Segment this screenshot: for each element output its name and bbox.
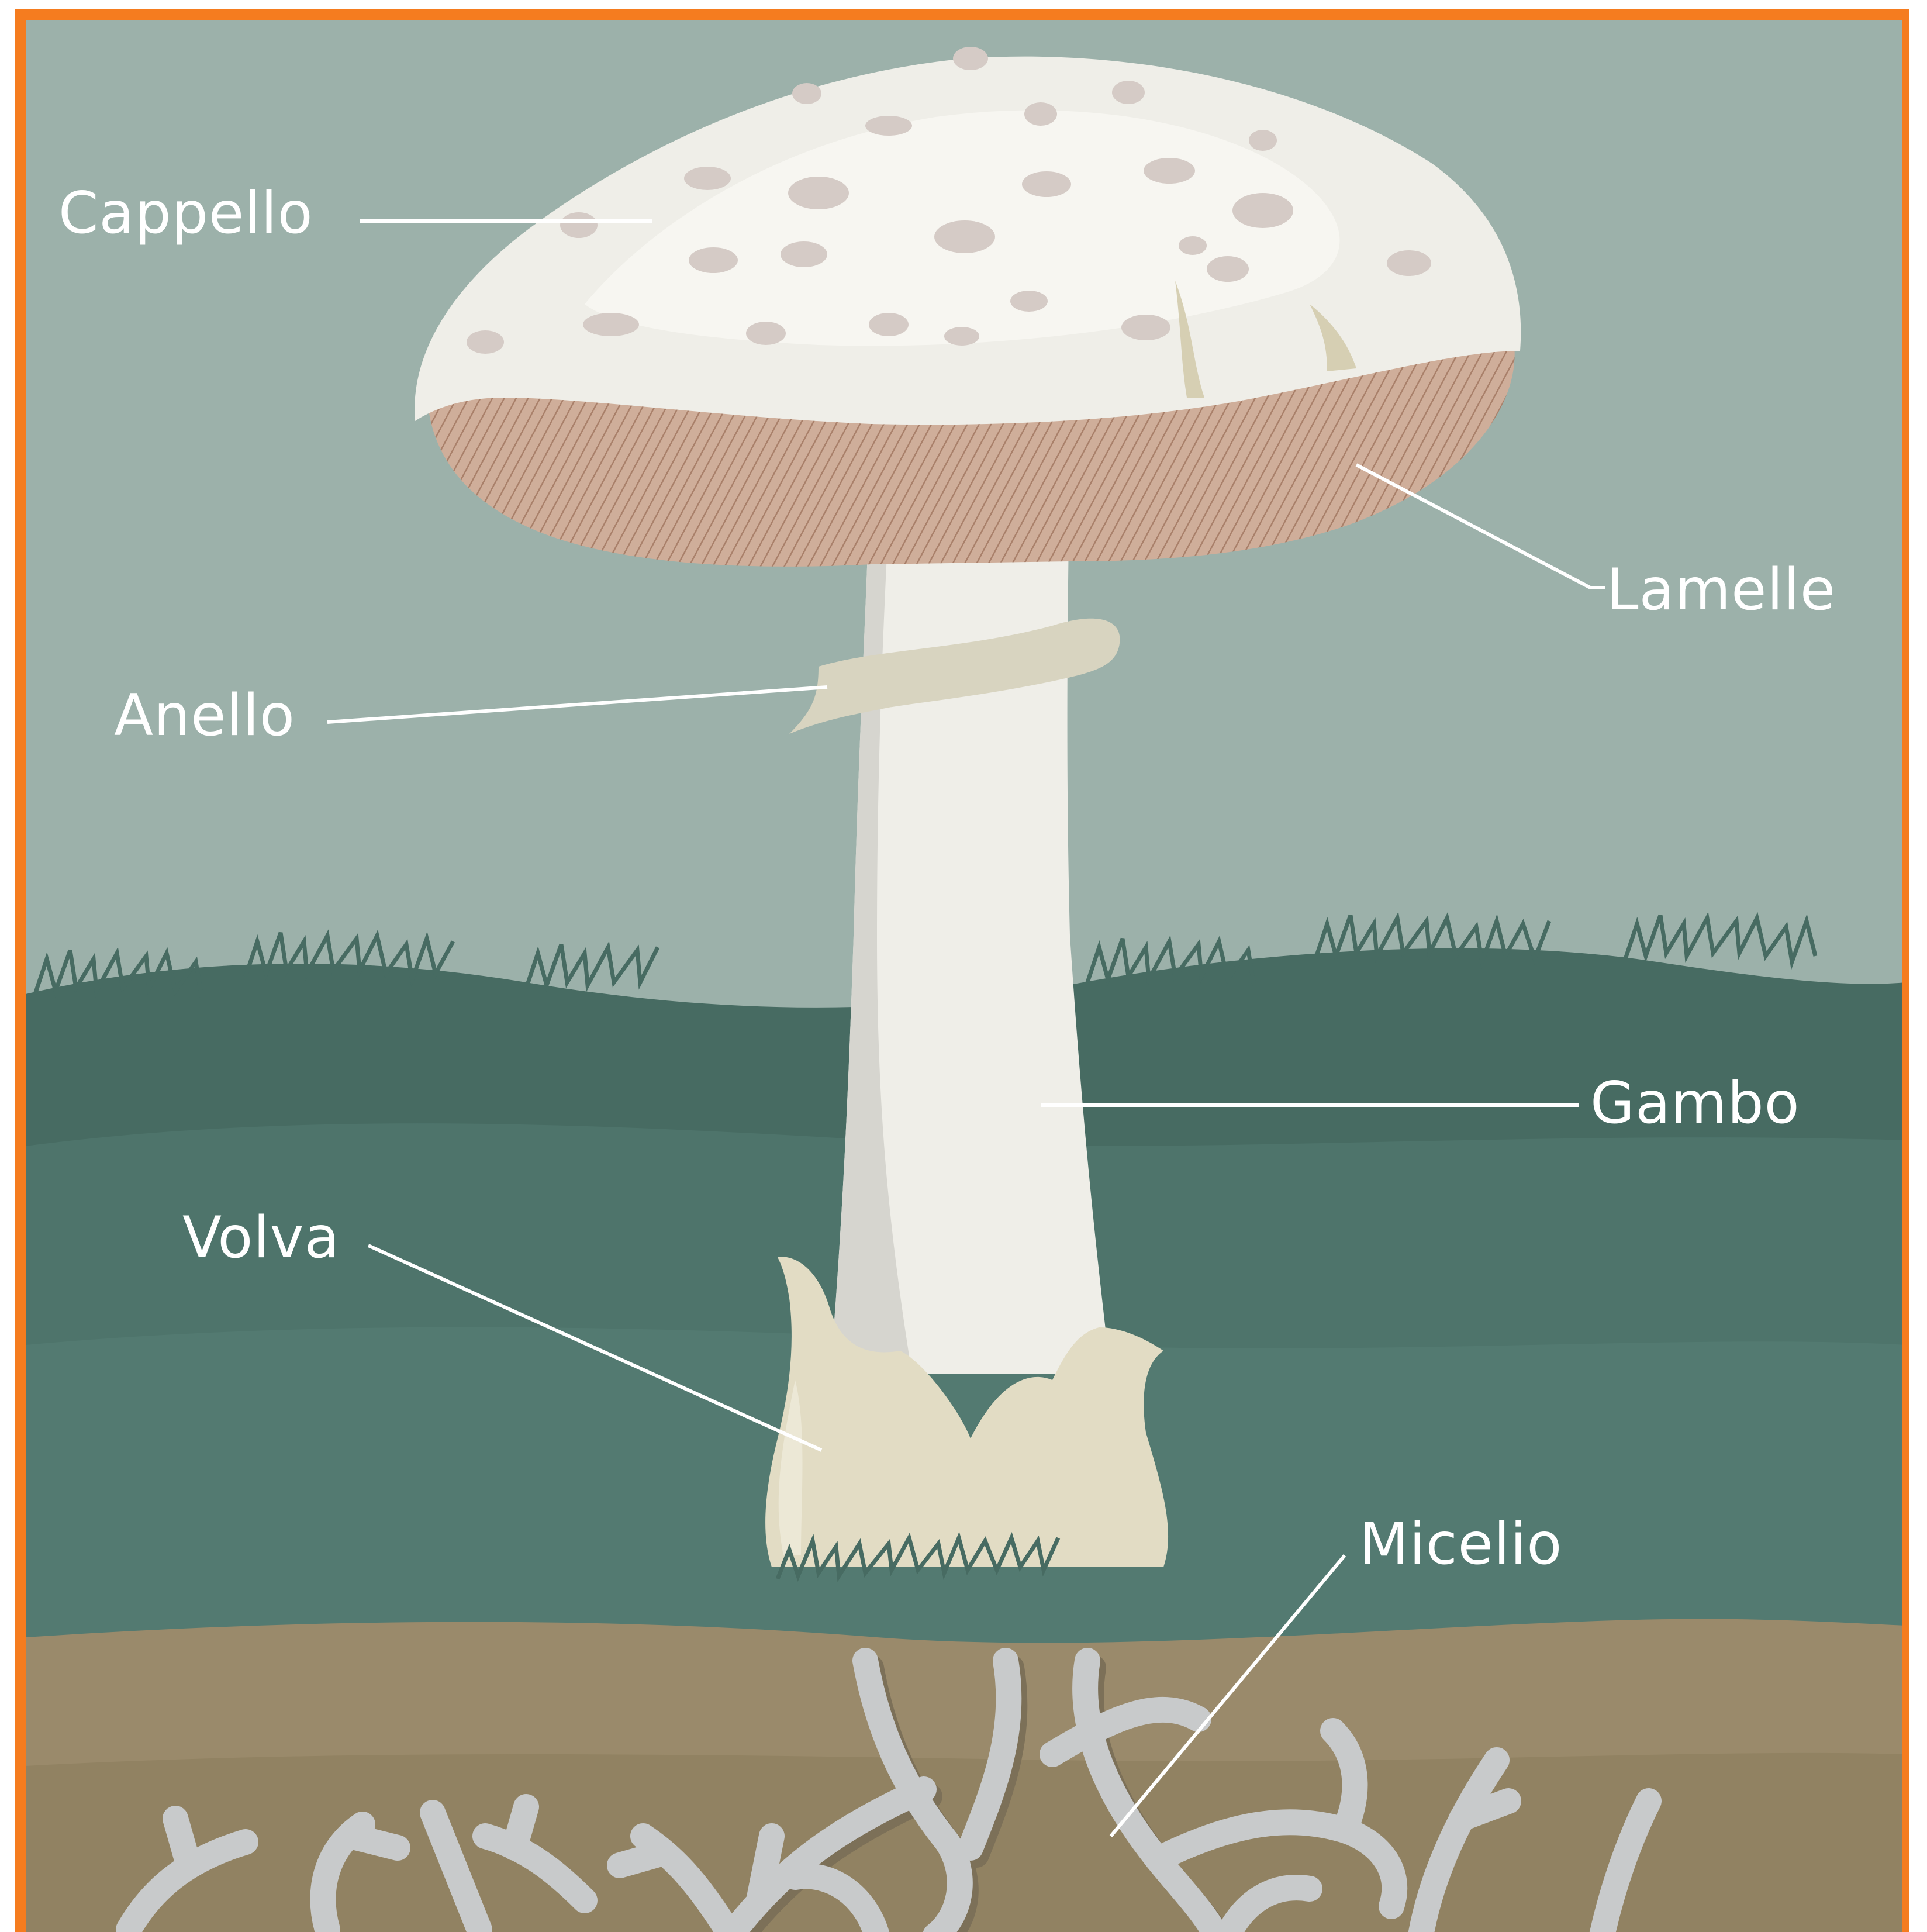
label-cap: Cappello	[58, 185, 313, 242]
label-volva: Volva	[182, 1209, 340, 1267]
label-ring: Anello	[114, 687, 295, 744]
label-mycelium: Micelio	[1359, 1516, 1562, 1573]
label-stem: Gambo	[1590, 1075, 1800, 1132]
label-gills: Lamelle	[1607, 561, 1836, 619]
